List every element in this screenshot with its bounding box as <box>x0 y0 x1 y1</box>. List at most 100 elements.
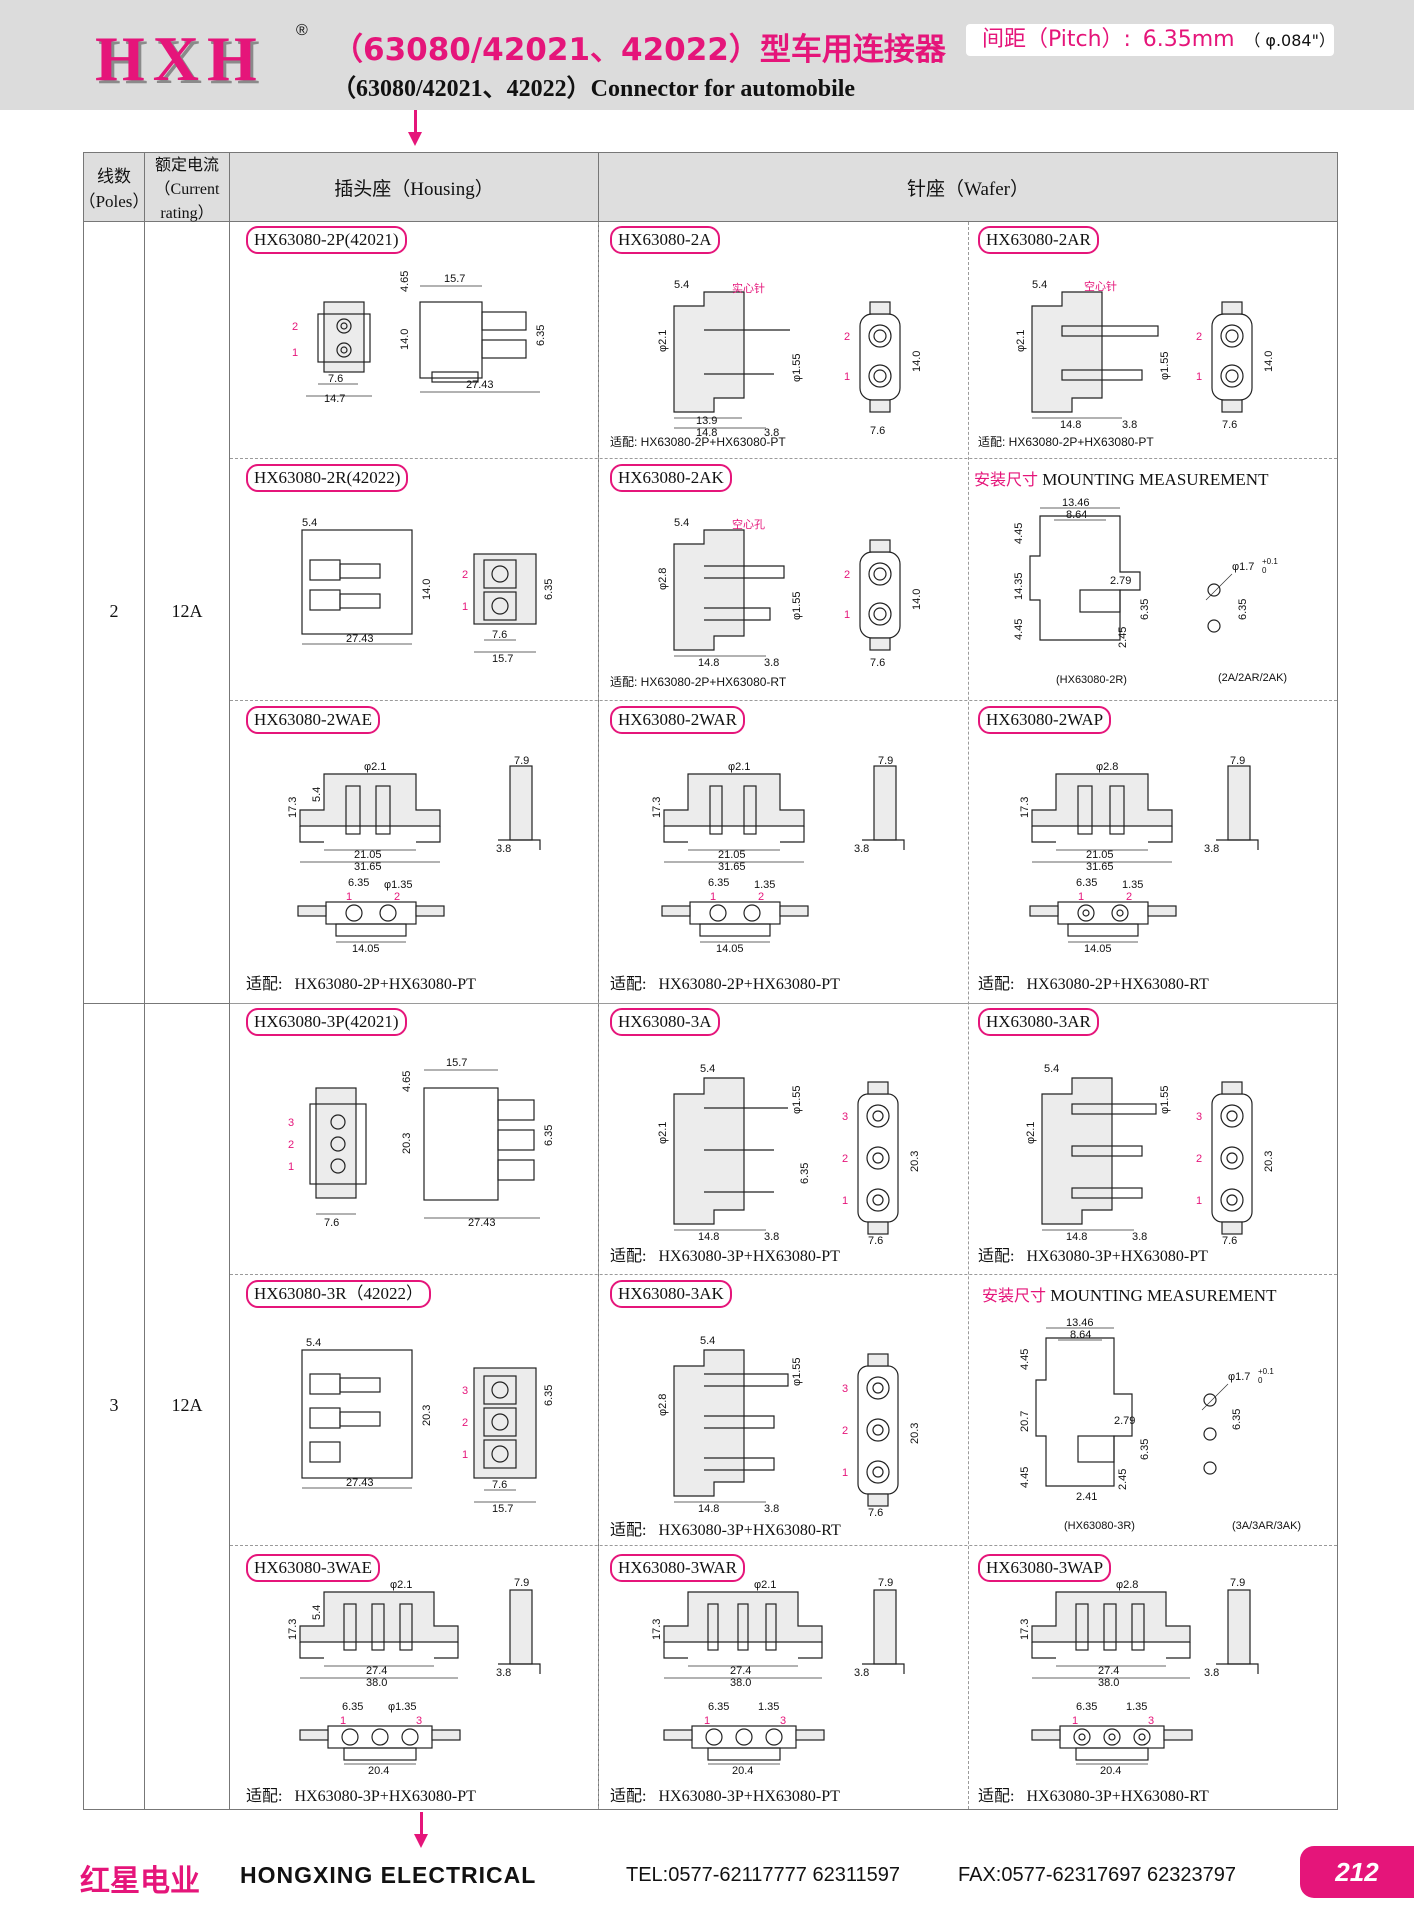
brand-logo: HXH <box>95 23 265 94</box>
pin-number: 2 <box>1126 891 1132 903</box>
dimension-label: 1.35 <box>754 879 775 891</box>
pin-number: 3 <box>842 1383 848 1395</box>
dimension-label: 7.6 <box>492 1479 507 1491</box>
dimension-label: 5.4 <box>311 1605 323 1620</box>
compatibility-label: 适配: <box>246 1788 283 1805</box>
part-number-label: HX63080-3AK <box>610 1280 732 1308</box>
dimension-label: 5.4 <box>1044 1063 1059 1075</box>
dimension-label: 4.45 <box>1013 619 1025 640</box>
col-header-current: 额定电流（Current rating） <box>145 153 229 222</box>
pin-number: 1 <box>1196 1195 1202 1207</box>
dimension-label: 14.8 <box>1060 419 1081 431</box>
dimension-label: 2.45 <box>1117 1469 1129 1490</box>
pin-number: 1 <box>346 891 352 903</box>
pin-number: 1 <box>704 1715 710 1727</box>
dimension-label: 15.7 <box>492 1503 513 1515</box>
dimension-label: 6.35 <box>1237 599 1249 620</box>
mounting-title-cn: 安装尺寸 <box>974 470 1039 489</box>
dimension-label: 5.4 <box>311 787 323 802</box>
pin-number: 1 <box>842 1467 848 1479</box>
mounting-title-en: MOUNTING MEASUREMENT <box>1050 1286 1277 1305</box>
compatibility-note: 适配: HX63080-2P+HX63080-RT <box>978 970 1209 994</box>
wafer-right-angle-drawing: φ2.1 5.4 17.3 27.4 38.0 7.9 3.8 1 3 6.35… <box>287 1577 541 1777</box>
compatibility-value: HX63080-3P+HX63080-PT <box>294 1788 476 1805</box>
pin-type-note: 实心针 <box>732 281 765 295</box>
dimension-label: 14.7 <box>324 393 345 405</box>
current-value: 12A <box>171 1395 203 1415</box>
compatibility-note: 适配: HX63080-2P+HX63080-PT <box>246 970 476 994</box>
pin-number: 2 <box>758 891 764 903</box>
dimension-label: 21.05 <box>718 849 746 861</box>
dimension-label: 15.7 <box>444 273 465 285</box>
col-header-current-text: 额定电流（Current rating） <box>154 157 220 222</box>
wafer-drawing: 5.4 空心针 φ2.1 φ1.55 14.8 3.8 2 1 14.0 7.6 <box>1015 279 1275 431</box>
row-divider <box>84 1003 230 1004</box>
pitch-diameter: （ φ.084"） <box>1244 31 1335 50</box>
housing-drawing: 3 2 1 7.6 15.7 4.65 20.3 6.35 27.43 <box>288 1057 555 1229</box>
dimension-label: 14.05 <box>352 943 380 955</box>
dimension-label: 3.8 <box>1132 1231 1147 1243</box>
cell-divider <box>968 222 969 1809</box>
pin-number: 1 <box>288 1161 294 1173</box>
product-cell: HX63080-3WAR φ2.1 17.3 27.4 38.0 7.9 3.8… <box>604 1550 964 1810</box>
dimension-label: 6.35 <box>543 1125 555 1146</box>
dimension-label: 13.46 <box>1066 1317 1094 1329</box>
dimension-label: 8.64 <box>1070 1329 1091 1341</box>
dimension-label: 6.35 <box>1076 877 1097 889</box>
cell-divider <box>230 1274 1337 1275</box>
dimension-label: φ1.55 <box>791 353 803 382</box>
page-number: 212 <box>1300 1846 1414 1898</box>
dimension-label: 27.43 <box>346 633 374 645</box>
dimension-label: 7.6 <box>870 425 885 437</box>
wafer-drawing: 5.4 φ2.1 φ1.55 14.8 3.8 3 2 1 20.3 7.6 <box>1025 1063 1275 1247</box>
dimension-label: 20.4 <box>1100 1765 1121 1777</box>
dimension-label: 6.35 <box>543 579 555 600</box>
dimension-label: φ2.8 <box>1096 761 1118 773</box>
dimension-label: 6.35 <box>708 877 729 889</box>
compatibility-value: HX63080-3P+HX63080-RT <box>1026 1788 1209 1805</box>
dimension-label: 2.79 <box>1110 575 1131 587</box>
dimension-label: φ1.55 <box>1159 351 1171 380</box>
dimension-label: 20.4 <box>732 1765 753 1777</box>
dimension-label: 7.6 <box>324 1217 339 1229</box>
dimension-label: φ2.1 <box>657 1122 669 1144</box>
dimension-label: φ2.1 <box>390 1579 412 1591</box>
wafer-drawing: 5.4 φ2.1 φ1.55 6.35 14.8 3.8 3 2 1 20.3 … <box>657 1063 921 1247</box>
dimension-label: 7.9 <box>514 1577 529 1589</box>
pin-number: 2 <box>1196 331 1202 343</box>
dimension-label: 7.9 <box>878 1577 893 1589</box>
dimension-label: φ1.35 <box>384 879 413 891</box>
fax: FAX:0577-62317697 62323797 <box>958 1864 1237 1886</box>
pin-number: 1 <box>1072 1715 1078 1727</box>
dimension-label: 13.9 <box>696 415 717 427</box>
dimension-label: 17.3 <box>651 797 663 818</box>
dimension-label: φ2.8 <box>657 568 669 590</box>
mounting-title-cn: 安装尺寸 <box>982 1286 1047 1305</box>
part-number-label: HX63080-3WAR <box>610 1554 745 1582</box>
dimension-label: 14.8 <box>1066 1231 1087 1243</box>
product-cell: HX63080-3A 5.4 φ2.1 φ1.55 6.35 14.8 3.8 … <box>604 1004 964 1270</box>
housing-drawing: 5.4 14.0 27.43 2 1 6.35 7.6 15.7 <box>301 517 555 665</box>
cell-divider <box>230 700 1337 701</box>
compatibility-value: HX63080-3P+HX63080-PT <box>1026 1248 1208 1265</box>
dimension-label: φ2.1 <box>754 1579 776 1591</box>
product-cell: HX63080-2P(42021) 2 1 7.6 14.7 15.7 4.65… <box>240 222 600 456</box>
dimension-label: φ2.8 <box>1116 1579 1138 1591</box>
compatibility-label: 适配: <box>978 976 1015 993</box>
dimension-label: 1.35 <box>758 1701 779 1713</box>
row-divider <box>230 1003 1337 1004</box>
product-cell: HX63080-2WAP φ2.8 17.3 21.05 31.65 7.9 3… <box>972 702 1332 998</box>
cell-divider <box>598 222 599 1809</box>
dimension-label: 7.6 <box>868 1507 883 1519</box>
dimension-label: φ2.1 <box>1025 1122 1037 1144</box>
dimension-label: 2.41 <box>1076 1491 1097 1503</box>
part-number-label: HX63080-3WAE <box>246 1554 381 1582</box>
dimension-label: 20.3 <box>421 1405 433 1426</box>
pin-number: 3 <box>416 1715 422 1727</box>
dimension-label: φ2.1 <box>657 330 669 352</box>
cell-divider <box>230 1545 1337 1546</box>
dimension-label: 31.65 <box>354 861 382 873</box>
part-number-label: HX63080-2WAE <box>246 706 381 734</box>
dimension-label: 15.7 <box>446 1057 467 1069</box>
part-number-label: HX63080-2P(42021) <box>246 226 407 254</box>
